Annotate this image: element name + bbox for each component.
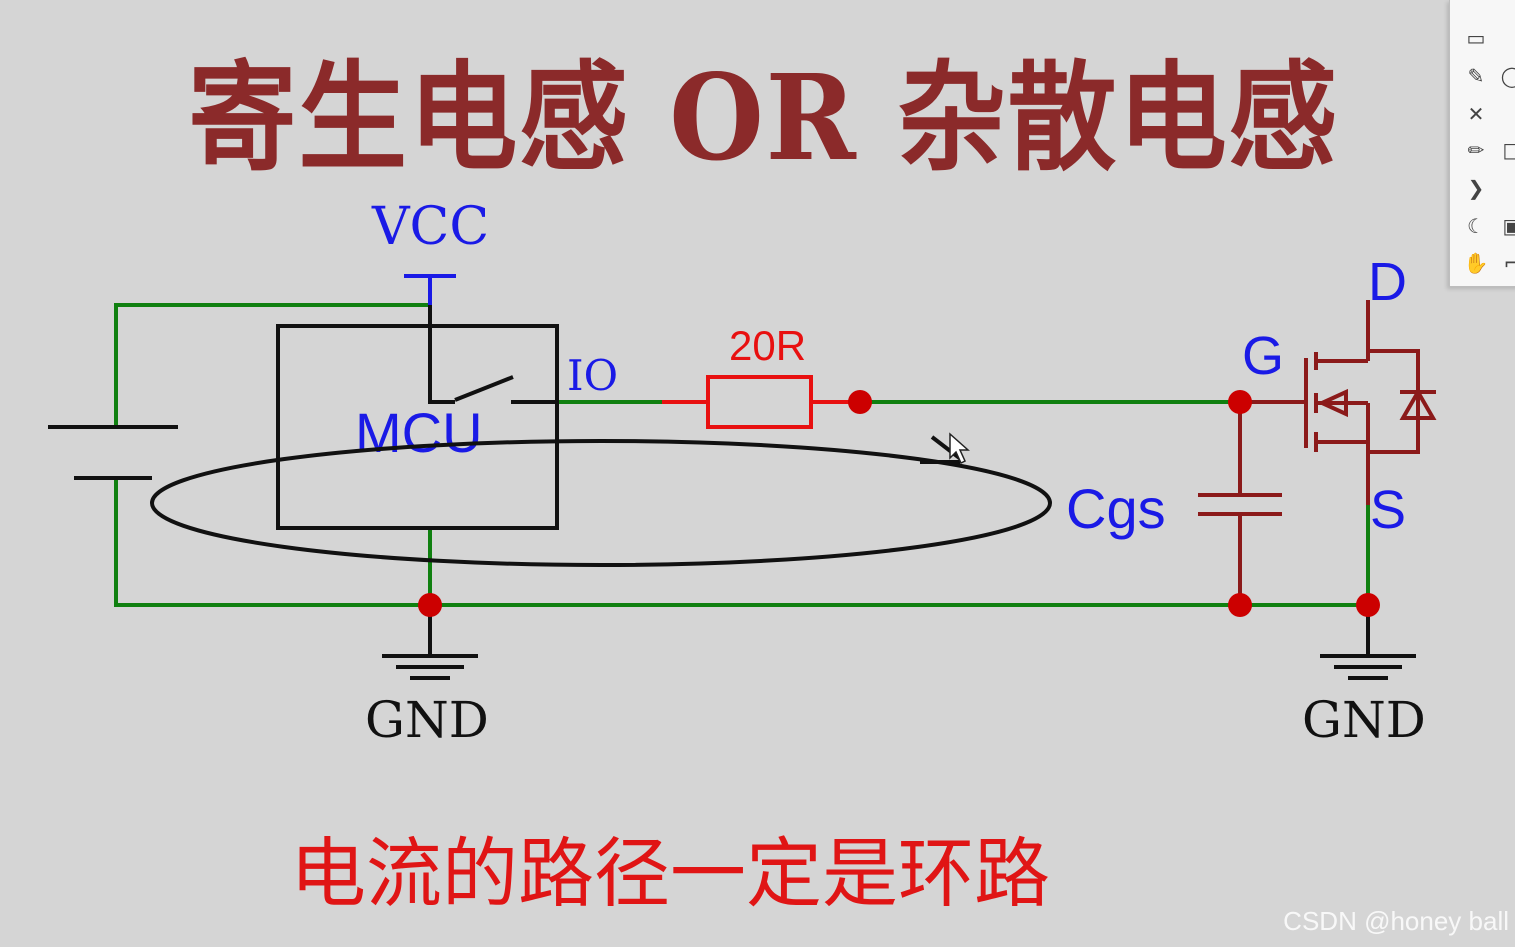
wire-battery-to-gnd xyxy=(114,478,1368,607)
circle-icon[interactable]: ◯ xyxy=(1500,64,1515,88)
mcu-block xyxy=(276,305,559,530)
junction-dot xyxy=(848,390,872,414)
mcu-switch-left xyxy=(428,305,455,404)
mcu-label: MCU xyxy=(355,401,483,464)
source-label: S xyxy=(1370,480,1406,540)
crescent-icon[interactable]: ☾ xyxy=(1467,214,1485,238)
chevron-shape-icon[interactable]: ❯ xyxy=(1467,176,1485,200)
junction-dots xyxy=(418,390,1380,617)
square-icon[interactable]: □ xyxy=(1502,138,1515,162)
junction-dot xyxy=(1228,390,1252,414)
select-icon[interactable]: ▭ xyxy=(1466,26,1486,50)
watermark: CSDN @honey ball xyxy=(1283,906,1509,936)
current-loop xyxy=(150,439,1052,567)
hand-icon[interactable]: ✋ xyxy=(1463,251,1489,275)
mosfet xyxy=(1240,300,1436,505)
wires xyxy=(114,303,1370,607)
mouse-cursor-icon xyxy=(949,432,970,465)
wire-battery-to-vcc xyxy=(114,303,430,425)
resistor-label: 20R xyxy=(729,322,806,369)
gate-label: G xyxy=(1242,326,1284,386)
body-diode-icon xyxy=(1399,387,1437,420)
slide-caption: 电流的路径一定是环路 xyxy=(290,829,1050,918)
slide-title: 寄生电感 OR 杂散电感 xyxy=(188,48,1339,187)
cross-icon[interactable]: ✕ xyxy=(1467,102,1485,126)
resistor-20r xyxy=(662,375,860,429)
battery-symbol xyxy=(48,425,178,480)
gnd-label-left: GND xyxy=(365,691,489,749)
mosfet-arrow-icon xyxy=(1317,388,1348,418)
gnd-label-right: GND xyxy=(1302,691,1426,749)
drain-label: D xyxy=(1368,252,1407,312)
connector-icon[interactable]: ⌐ xyxy=(1503,251,1515,275)
junction-dot xyxy=(418,593,442,617)
junction-dot xyxy=(1228,593,1252,617)
loop-arrow-icon xyxy=(920,435,964,464)
drawing-toolbox: ▭ ✎ ✕ ✏ ❯ ☾ ✋ ◯ □ ▣ ⌐ xyxy=(1449,0,1515,287)
vcc-label: VCC xyxy=(371,197,489,257)
pen-icon[interactable]: ✎ xyxy=(1467,64,1485,88)
cap-label: Cgs xyxy=(1066,477,1166,540)
capacitor-cgs xyxy=(1198,402,1282,605)
io-label: IO xyxy=(567,351,618,400)
pencil-icon[interactable]: ✏ xyxy=(1467,138,1485,162)
vcc-symbol xyxy=(404,274,456,305)
junction-dot xyxy=(1356,593,1380,617)
mcu-switch-blade xyxy=(454,375,514,402)
image-icon[interactable]: ▣ xyxy=(1502,214,1515,238)
body-diode-frame xyxy=(1368,349,1420,454)
